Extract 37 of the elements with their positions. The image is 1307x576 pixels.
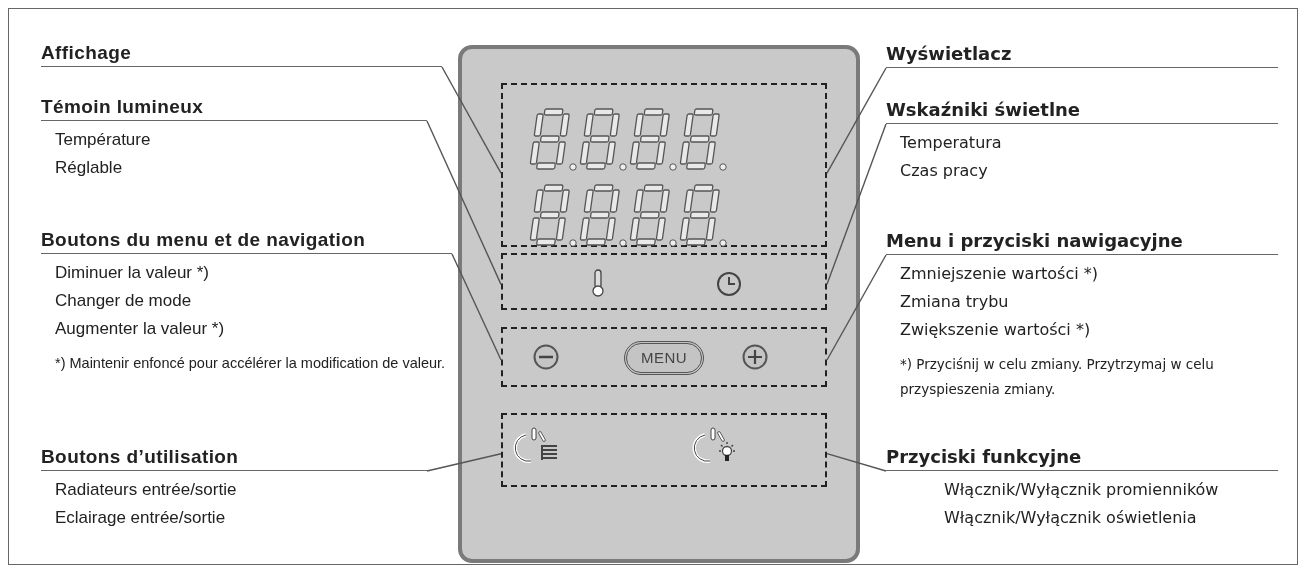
leader-line bbox=[826, 254, 887, 361]
function-text: Temperatura bbox=[899, 132, 1003, 154]
function-text: Diminuer la valeur *) bbox=[54, 262, 210, 284]
function-text: Eclairage entrée/sortie bbox=[54, 507, 227, 529]
callout-heading: Boutons du menu et de navigation bbox=[41, 227, 452, 254]
function-text: Zwiększenie wartości *) bbox=[899, 319, 1092, 341]
callout-heading: Wyświetlacz bbox=[886, 41, 1278, 68]
callout-heading: Témoin lumineux bbox=[41, 94, 427, 121]
callout-heading: Przyciski funkcyjne bbox=[886, 444, 1278, 471]
function-text: Zmiana trybu bbox=[899, 291, 1010, 313]
callout-heading: Wskaźniki świetlne bbox=[886, 97, 1278, 124]
function-text: Réglable bbox=[54, 157, 124, 179]
callout-heading: Boutons d’utilisation bbox=[41, 444, 427, 471]
footnote-text: *) Przyciśnij w celu zmiany. Przytrzymaj w celu przyspieszenia zmiany. bbox=[899, 355, 1215, 399]
function-text: Włącznik/Wyłącznik oświetlenia bbox=[943, 507, 1198, 529]
function-text: Czas pracy bbox=[899, 160, 989, 182]
leader-line bbox=[426, 120, 502, 286]
leader-line bbox=[826, 123, 887, 286]
dashed-region bbox=[501, 327, 827, 387]
leader-line bbox=[441, 66, 502, 174]
function-text: Radiateurs entrée/sortie bbox=[54, 479, 238, 501]
menu-button: MENU bbox=[624, 341, 704, 375]
function-text: Température bbox=[54, 129, 152, 151]
dashed-region bbox=[501, 253, 827, 310]
callout-heading: Affichage bbox=[41, 40, 442, 67]
leader-line bbox=[426, 453, 502, 472]
function-text: Włącznik/Wyłącznik promienników bbox=[943, 479, 1220, 501]
function-text: Changer de mode bbox=[54, 290, 193, 312]
footnote-text: *) Maintenir enfoncé pour accélérer la modification de valeur. bbox=[54, 354, 447, 373]
dashed-region bbox=[501, 413, 827, 487]
dashed-region bbox=[501, 83, 827, 247]
function-text: Zmniejszenie wartości *) bbox=[899, 263, 1099, 285]
function-text: Augmenter la valeur *) bbox=[54, 318, 226, 340]
leader-line bbox=[451, 253, 502, 361]
leader-line bbox=[826, 67, 887, 174]
leader-line bbox=[826, 453, 887, 472]
callout-heading: Menu i przyciski nawigacyjne bbox=[886, 228, 1278, 255]
